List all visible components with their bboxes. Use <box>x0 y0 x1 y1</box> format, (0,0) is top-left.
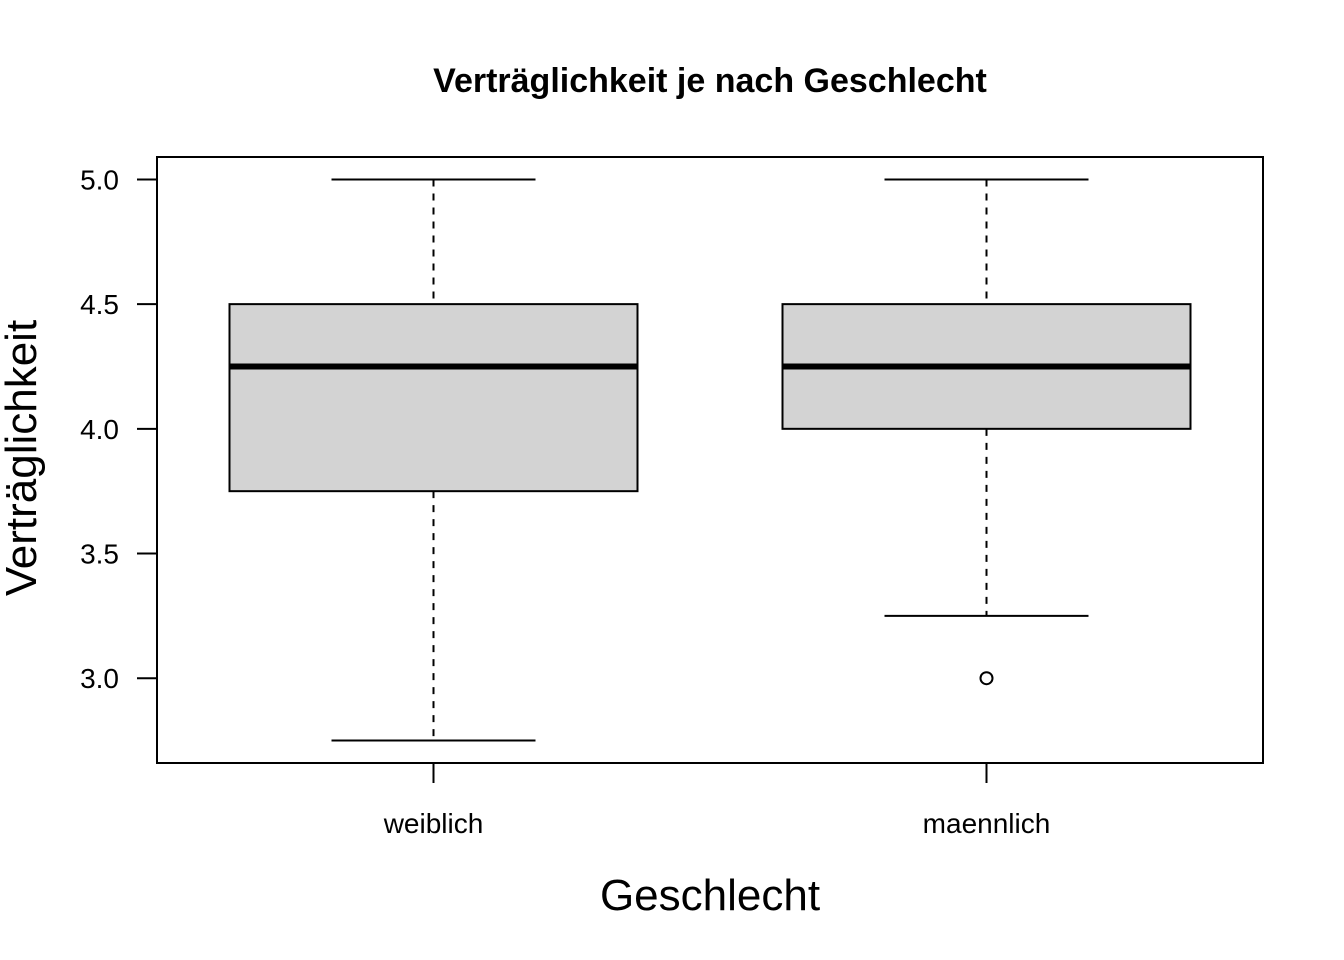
chart-title: Verträglichkeit je nach Geschlecht <box>433 62 987 100</box>
outlier-point <box>979 671 994 686</box>
y-tick-label: 3.0 <box>80 663 119 694</box>
y-axis-title: Verträglichkeit <box>0 320 46 596</box>
x-tick-label: maennlich <box>923 808 1051 839</box>
x-tick-label: weiblich <box>383 808 484 839</box>
plot-frame <box>156 156 1264 764</box>
boxes <box>228 178 1192 742</box>
x-axis-title: Geschlecht <box>600 871 820 920</box>
iqr-box <box>228 303 639 493</box>
y-tick-label: 4.5 <box>80 289 119 320</box>
y-tick-label: 4.0 <box>80 414 119 445</box>
x-axis: weiblich maennlich <box>383 763 1051 839</box>
box-weiblich <box>228 178 639 742</box>
y-tick-label: 5.0 <box>80 164 119 195</box>
y-axis: 3.0 3.5 4.0 4.5 5.0 <box>80 164 157 694</box>
y-tick-label: 3.5 <box>80 539 119 570</box>
box-maennlich <box>781 178 1192 686</box>
